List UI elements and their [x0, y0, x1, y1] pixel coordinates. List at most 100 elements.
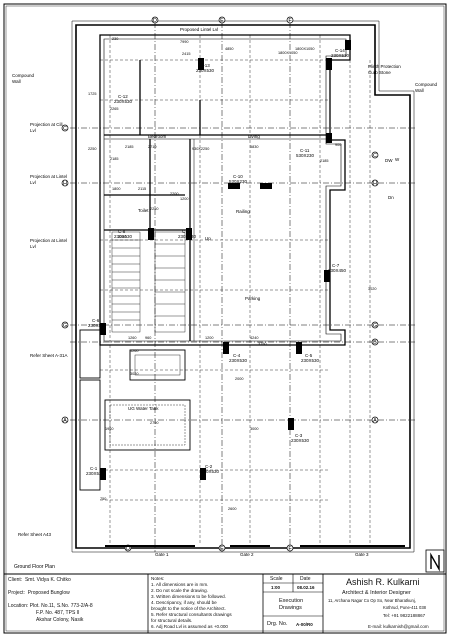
note-4: 4. Descripancy, if any, should be	[151, 600, 217, 605]
dimension-label: 2185	[110, 157, 118, 161]
dimension-label: 1800	[112, 187, 120, 191]
dimension-label: 4240	[250, 336, 258, 340]
grid-bottom-e: E	[220, 546, 224, 552]
column-size-14: 230X530	[86, 471, 105, 476]
notes-block: Notes: 1. All dimensions are in mm. 2. D…	[151, 576, 232, 630]
dimension-label: 230	[112, 37, 118, 41]
label-bedroom: Bedroom	[148, 134, 167, 139]
grid-right-b: B	[373, 340, 377, 346]
dimension-label: 1725	[88, 92, 96, 96]
dimension-label: 2790	[150, 421, 158, 425]
dimension-label: 2710	[148, 145, 156, 149]
location-label: Location:	[8, 603, 29, 609]
label-proposed-lintel: Proposed Lintel Lvl	[180, 27, 218, 32]
column-tag-14: C-1	[90, 466, 98, 471]
column-size-3: 230X530	[114, 99, 133, 104]
grid-bottom-d: D	[126, 546, 130, 552]
note-4b: brought to the notice of the Architect.	[151, 606, 226, 611]
column-size-10: 230X530	[301, 358, 320, 363]
grid-right-c: C	[373, 153, 377, 159]
dimension-label: 3020	[368, 287, 376, 291]
dimension-label: 2185	[125, 145, 133, 149]
column-tags: C-14230X530C-13230X530C-12230X530C-11530…	[86, 48, 350, 476]
column-tag-11: C-4	[233, 353, 241, 358]
firm-address-2: Kothrud, Pune-411 038	[383, 605, 426, 610]
column-size-7: 230X530	[114, 234, 133, 239]
dimension-label: 2185	[320, 159, 328, 163]
drg-no-label: Drg. No.	[267, 621, 288, 627]
location-line-3: Akshar Colony, Nasik	[36, 617, 84, 623]
label-refer-a43: Refer Sheet A43	[18, 532, 52, 537]
label-gate-3: Gate 3	[355, 552, 369, 557]
column-size-12: 230X530	[291, 438, 310, 443]
label-dn: Dn	[388, 195, 394, 200]
dimension-label: 2600	[228, 507, 236, 511]
column-size-1: 230X530	[331, 53, 350, 58]
notes-title: Notes:	[151, 576, 165, 581]
dimension-label: 5830	[250, 145, 258, 149]
grid-bottom-f: F	[288, 546, 292, 552]
label-railing: Railing	[236, 209, 250, 214]
dimension-label: 1960	[105, 427, 113, 431]
dimension-label: 2415	[182, 52, 190, 56]
dimension-label: 930X2250	[192, 147, 209, 151]
column-tag-2: C-13	[200, 63, 210, 68]
note-3: 3. Written dimensions to be followed.	[151, 594, 226, 599]
client-row: Client: Smt. Vidya K. Chitko	[8, 577, 71, 583]
dimension-label: 3750	[258, 342, 266, 346]
firm-name: Ashish R. Kulkarni	[346, 577, 420, 587]
column-size-5: 530X230	[229, 179, 248, 184]
stage-line-2: Drawings	[279, 605, 302, 611]
grid-left-h: H	[63, 181, 67, 187]
date-value: 08.02.16	[297, 585, 315, 590]
stage-line-1: Execution	[279, 598, 304, 604]
drg-no-value: A-00/R0	[296, 622, 313, 627]
column-tag-4: C-11	[300, 148, 310, 153]
label-toilet: Toilet	[138, 208, 149, 213]
firm-address-1: 11, Archana Nagar Co Op So, Near Bharatk…	[328, 598, 416, 603]
location-line-1: Plot. No.11, S.No. 773-2/A-8	[29, 603, 93, 609]
firm-tel: Tel: +91 9822188867	[383, 613, 426, 618]
column-size-4: 530X230	[296, 153, 315, 158]
column-tag-9: C-6	[92, 318, 100, 323]
label-parking: Parking	[245, 296, 261, 301]
grid-right-h: H	[373, 181, 377, 187]
dimension-label: 2250	[150, 207, 158, 211]
client-label: Client:	[8, 577, 23, 583]
dimension-label: 750	[100, 497, 106, 501]
dimension-label: 960	[145, 336, 151, 340]
label-ug-water-tank: UG Water Tank	[128, 406, 159, 411]
label-gate-1: Gate 1	[155, 552, 169, 557]
label-dw: DW	[385, 158, 393, 163]
dimension-label: 1800X1050	[278, 51, 297, 55]
dimension-label: 1260	[128, 336, 136, 340]
dimension-label: 900	[335, 143, 341, 147]
dimension-label: 2250	[88, 147, 96, 151]
column-tag-8: C-7	[332, 263, 340, 268]
label-w: W	[395, 157, 400, 162]
dimension-label: 2250	[118, 235, 126, 239]
dimension-label: 4850	[225, 47, 233, 51]
column-size-6: 230X530	[178, 234, 197, 239]
project-label: Project:	[8, 590, 25, 596]
dimension-label: 2000	[235, 377, 243, 381]
grid-left-c: C	[63, 126, 67, 132]
firm-email: E-mail: kulkarnish@gmail.com	[368, 624, 429, 629]
dimension-label: 1200	[180, 197, 188, 201]
column-tag-10: C-5	[305, 353, 313, 358]
location-line-2: F.P. No. 487, TPS II	[36, 610, 80, 616]
label-up: Up	[205, 236, 211, 241]
note-1: 1. All dimensions are in mm.	[151, 582, 209, 587]
column-size-9: 230X530	[88, 323, 107, 328]
dimension-label: 2200	[170, 192, 178, 196]
label-gate-2: Gate 2	[240, 552, 254, 557]
column-size-8: 230X450	[328, 268, 347, 273]
label-refer-a31a: Refer Sheet A-31A	[30, 353, 68, 358]
dimension-label: 1800X1050	[295, 47, 314, 51]
grid-right-a: A	[373, 418, 377, 424]
column-tag-3: C-12	[118, 94, 128, 99]
dimension-label: 3020	[130, 372, 138, 376]
scale-value: 1:00	[271, 585, 281, 590]
